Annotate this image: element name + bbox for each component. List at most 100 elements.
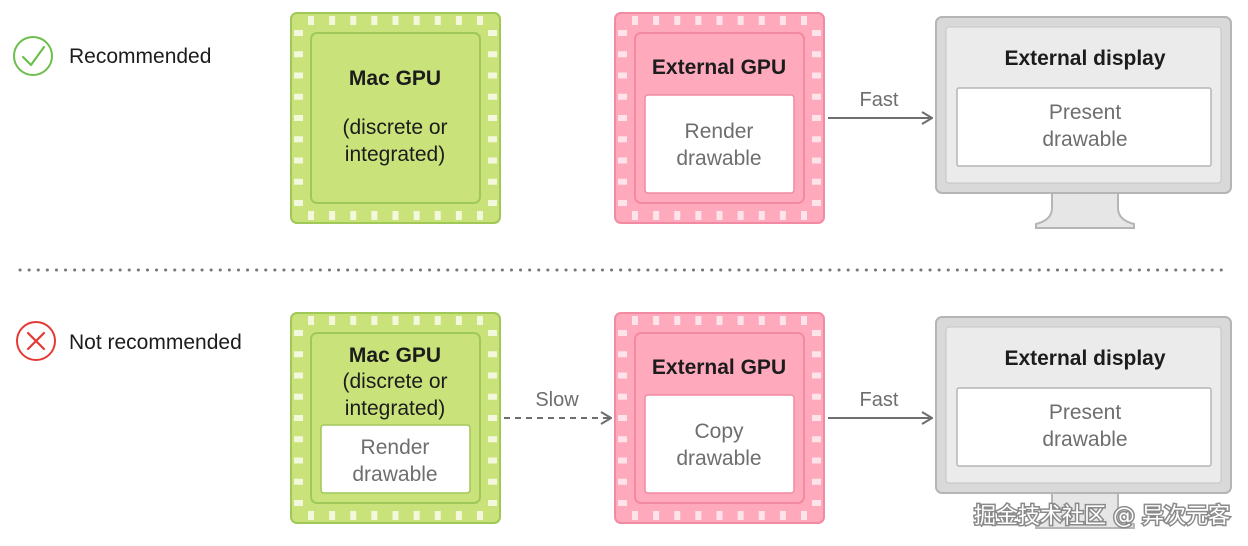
chip-pin — [618, 115, 627, 121]
slow-arrow: Slow — [504, 389, 611, 418]
chip-pin — [801, 511, 807, 520]
chip-pin — [350, 16, 357, 25]
chip-pin — [737, 211, 744, 220]
chip-pin — [350, 511, 357, 520]
chip-pins — [294, 316, 497, 520]
chip-pin — [653, 511, 660, 520]
chip-pin — [716, 316, 723, 325]
chip-pin — [477, 211, 483, 220]
status-label-recommended: Recommended — [69, 45, 211, 68]
chip-pin — [618, 436, 627, 443]
render-drawable-line-2: drawable — [676, 147, 761, 170]
chip-pin — [812, 393, 821, 400]
chip-pin — [308, 511, 314, 520]
external-gpu-chip: External GPU Copy drawable — [614, 312, 825, 524]
chip-pin — [477, 511, 483, 520]
external-gpu-title: External GPU — [652, 356, 786, 379]
chip-pin — [294, 115, 303, 121]
chip-pin — [618, 200, 627, 206]
chip-pin — [618, 478, 627, 485]
chip-pin — [812, 72, 821, 79]
chip-pin — [618, 136, 627, 143]
chip-pin — [632, 316, 638, 325]
chip-pin — [618, 393, 627, 400]
chip-pin — [618, 330, 627, 336]
chip-pin — [695, 16, 702, 25]
chip-pin — [294, 93, 303, 100]
chip-pin — [308, 316, 314, 325]
chip-pin — [801, 16, 807, 25]
chip-pin — [812, 178, 821, 185]
chip-pin — [812, 157, 821, 164]
mac-gpu-subtitle-line-2: integrated) — [345, 397, 445, 420]
monitor-stand — [1035, 492, 1135, 529]
chip-pin — [716, 211, 723, 220]
chip-pins — [618, 16, 821, 220]
chip-pin — [413, 316, 420, 325]
present-drawable-line-1: Present — [1049, 401, 1122, 424]
chip-pin — [329, 211, 336, 220]
chip-pin — [294, 51, 303, 58]
chip-pin — [618, 72, 627, 79]
chip-pin — [488, 136, 497, 143]
chip-pin — [674, 511, 681, 520]
chip-pin — [618, 415, 627, 421]
x-circle-icon — [16, 321, 56, 361]
chip-pin — [455, 316, 462, 325]
chip-pin — [779, 511, 786, 520]
chip-pin — [477, 16, 483, 25]
chip-pin — [812, 51, 821, 58]
check-circle-icon — [13, 36, 53, 76]
chip-pin — [695, 316, 702, 325]
chip-pin — [294, 457, 303, 464]
chip-pin — [812, 330, 821, 336]
chip-pin — [294, 330, 303, 336]
chip-pin — [294, 178, 303, 185]
row-recommended: Recommended Mac GPU (discrete or integra… — [13, 12, 1232, 229]
chip-pin — [618, 51, 627, 58]
external-display-title: External display — [1004, 47, 1165, 70]
chip-pin — [294, 72, 303, 79]
chip-pin — [695, 511, 702, 520]
status-label-not-recommended: Not recommended — [69, 331, 242, 354]
external-display: External display Present drawable — [935, 16, 1232, 229]
copy-drawable-line-2: drawable — [676, 447, 761, 470]
chip-pin — [434, 316, 441, 325]
chip-pin — [801, 211, 807, 220]
chip-pin — [653, 16, 660, 25]
chip-pin — [674, 316, 681, 325]
chip-pin — [779, 211, 786, 220]
chip-pin — [674, 211, 681, 220]
chip-pin — [618, 500, 627, 506]
present-drawable-line-2: drawable — [1042, 428, 1127, 451]
chip-pin — [618, 157, 627, 164]
chip-pin — [488, 330, 497, 336]
mac-gpu-subtitle-line-1: (discrete or — [342, 116, 447, 139]
chip-pin — [758, 316, 765, 325]
chip-pin — [434, 16, 441, 25]
chip-pin — [488, 115, 497, 121]
chip-pin — [413, 511, 420, 520]
chip-pin — [488, 200, 497, 206]
chip-pin — [294, 157, 303, 164]
fast-arrow: Fast — [828, 89, 932, 118]
mac-gpu-title: Mac GPU — [349, 344, 441, 367]
chip-pin — [294, 415, 303, 421]
chip-pin — [308, 211, 314, 220]
chip-pin — [488, 393, 497, 400]
chip-pin — [812, 457, 821, 464]
chip-pin — [413, 211, 420, 220]
chip-pin — [329, 511, 336, 520]
fast-arrow: Fast — [828, 389, 932, 418]
chip-pin — [488, 93, 497, 100]
mac-gpu-subtitle-line-1: (discrete or — [342, 370, 447, 393]
chip-pin — [488, 72, 497, 79]
chip-pin — [371, 16, 378, 25]
external-gpu-chip: External GPU Render drawable — [614, 12, 825, 224]
chip-pin — [812, 200, 821, 206]
chip-pin — [618, 178, 627, 185]
chip-pin — [737, 316, 744, 325]
chip-pin — [488, 457, 497, 464]
chip-pin — [488, 436, 497, 443]
